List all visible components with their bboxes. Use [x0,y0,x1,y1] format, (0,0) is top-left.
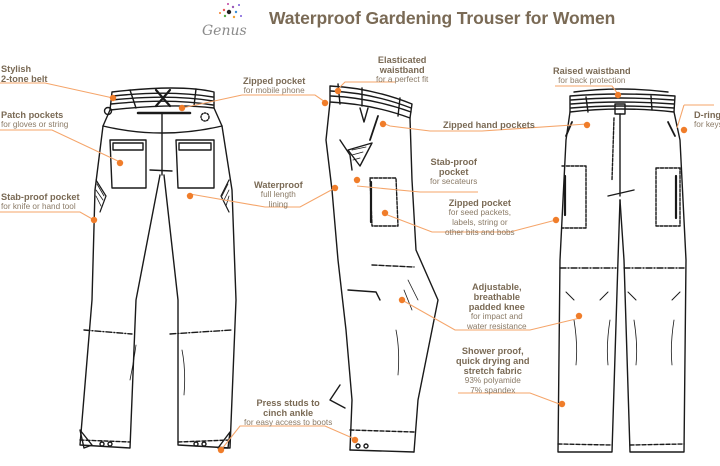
dot-studs-back [217,446,225,454]
page-title: Waterproof Gardening Trouser for Women [269,8,616,28]
dot-fabric [558,400,566,408]
dot-patch-pocket [116,159,124,167]
dot-zip-phone [178,104,186,112]
dot-zip-phone-side [321,99,329,107]
callout-raised-waistband: Raised waistband for back protection [553,66,631,85]
dot-studs-side [351,436,359,444]
dot-hand-side [379,120,387,128]
callout-patch-pockets: Patch pockets for gloves or string [1,110,69,129]
dot-stab-side [353,176,361,184]
callout-d-ring: D-ring for keys [694,110,720,129]
dot-zip-seed-side [381,209,389,217]
callout-stab-proof-back: Stab-proof pocket for knife or hand tool [1,192,80,211]
dot-lining [186,192,194,200]
dot-knee-front [575,312,583,320]
dot-stab-back [90,216,98,224]
callout-zipped-phone-pocket: Zipped pocket for mobile phone [243,76,306,95]
callout-stretch-fabric: Shower proof, quick drying and stretch f… [456,346,530,395]
callout-leader-lines [0,81,714,451]
callout-zipped-seed-pocket: Zipped pocket for seed packets, labels, … [445,198,515,237]
callout-elasticated-waistband: Elasticated waistband for a perfect fit [376,55,429,84]
brand-logo-text: Genus [202,23,247,39]
dot-knee-side [398,296,406,304]
callout-waterproof-lining: Waterproof full length lining [254,180,303,209]
dot-elastic [334,87,342,95]
dot-zip-seed-front [552,216,560,224]
callout-belt: Stylish 2-tone belt [1,64,48,84]
callout-padded-knee: Adjustable, breathable padded knee for i… [467,282,527,331]
dot-lining-side [331,184,339,192]
callout-press-studs: Press studs to cinch ankle for easy acce… [244,398,333,427]
back-view-trousers [79,87,237,449]
dot-belt [109,94,117,102]
dot-dring [680,126,688,134]
callout-stab-proof-side: Stab-proof pocket for secateurs [430,157,478,186]
dot-raised [614,91,622,99]
callout-dots [90,87,688,454]
dot-hand-front [583,121,591,129]
brand-logo-mark [219,3,242,19]
side-view-trousers [325,83,439,453]
front-view-trousers [557,88,687,453]
callout-zipped-hand-pockets: Zipped hand pockets [443,120,535,130]
